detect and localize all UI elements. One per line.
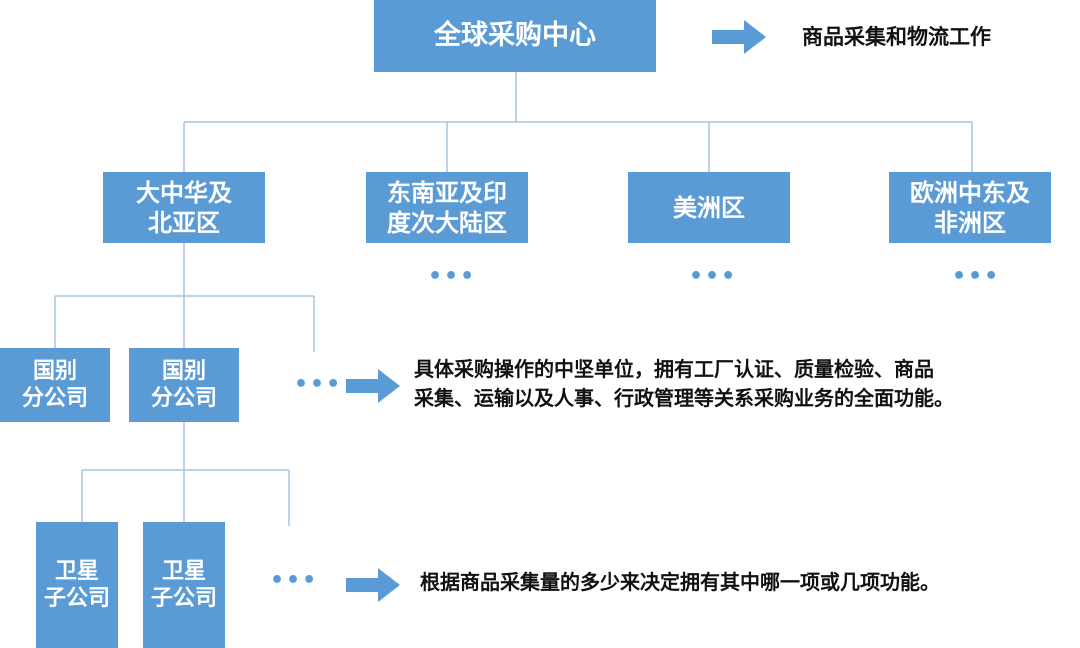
region-label-line2: 北亚区 (148, 208, 220, 237)
region-more-ellipsis: ••• (689, 264, 738, 289)
branch-label-line2: 分公司 (21, 386, 88, 411)
satellite-subsidiary-box: 卫星 子公司 (143, 522, 225, 648)
right-arrow-icon (346, 568, 400, 602)
satellite-label-line1: 卫星 (54, 558, 99, 584)
region-label-line2: 非洲区 (934, 208, 1006, 237)
branch-company-box: 国别 分公司 (0, 348, 110, 422)
satellite-label-line2: 子公司 (43, 586, 110, 611)
satellite-label-line2: 子公司 (150, 586, 217, 611)
satellite-label-line1: 卫星 (161, 558, 206, 584)
region-label-line2: 度次大陆区 (387, 208, 507, 237)
top-description: 商品采集和物流工作 (802, 25, 991, 49)
branch-description-line2: 采集、运输以及人事、行政管理等关系采购业务的全面功能。 (414, 386, 954, 410)
region-box-emea: 欧洲中东及 非洲区 (889, 172, 1051, 243)
region-label-line1: 大中华及 (136, 178, 232, 207)
branch-label-line2: 分公司 (150, 386, 217, 411)
branch-label-line1: 国别 (32, 358, 77, 384)
branch-label-line1: 国别 (161, 358, 206, 384)
branch-company-box: 国别 分公司 (129, 348, 239, 422)
region-more-ellipsis: ••• (952, 264, 1001, 289)
branch-description-line1: 具体采购操作的中坚单位，拥有工厂认证、质量检验、商品 (414, 357, 934, 381)
region-label-line1: 欧洲中东及 (910, 178, 1030, 207)
branch-more-ellipsis: ••• (294, 372, 343, 397)
global-sourcing-center-label: 全球采购中心 (434, 20, 596, 52)
right-arrow-icon (346, 369, 400, 403)
region-box-greater-china: 大中华及 北亚区 (103, 172, 265, 243)
region-box-southeast-asia: 东南亚及印 度次大陆区 (366, 172, 528, 243)
right-arrow-icon (712, 20, 766, 54)
region-box-americas: 美洲区 (628, 172, 790, 243)
satellite-subsidiary-box: 卫星 子公司 (36, 522, 118, 648)
region-label-line1: 美洲区 (673, 193, 745, 222)
satellite-more-ellipsis: ••• (270, 568, 319, 593)
satellite-description: 根据商品采集量的多少来决定拥有其中哪一项或几项功能。 (420, 570, 940, 594)
branch-description: 具体采购操作的中坚单位，拥有工厂认证、质量检验、商品 采集、运输以及人事、行政管… (414, 355, 954, 413)
region-label-line1: 东南亚及印 (387, 178, 507, 207)
global-sourcing-center-box: 全球采购中心 (374, 0, 656, 72)
region-more-ellipsis: ••• (428, 264, 477, 289)
